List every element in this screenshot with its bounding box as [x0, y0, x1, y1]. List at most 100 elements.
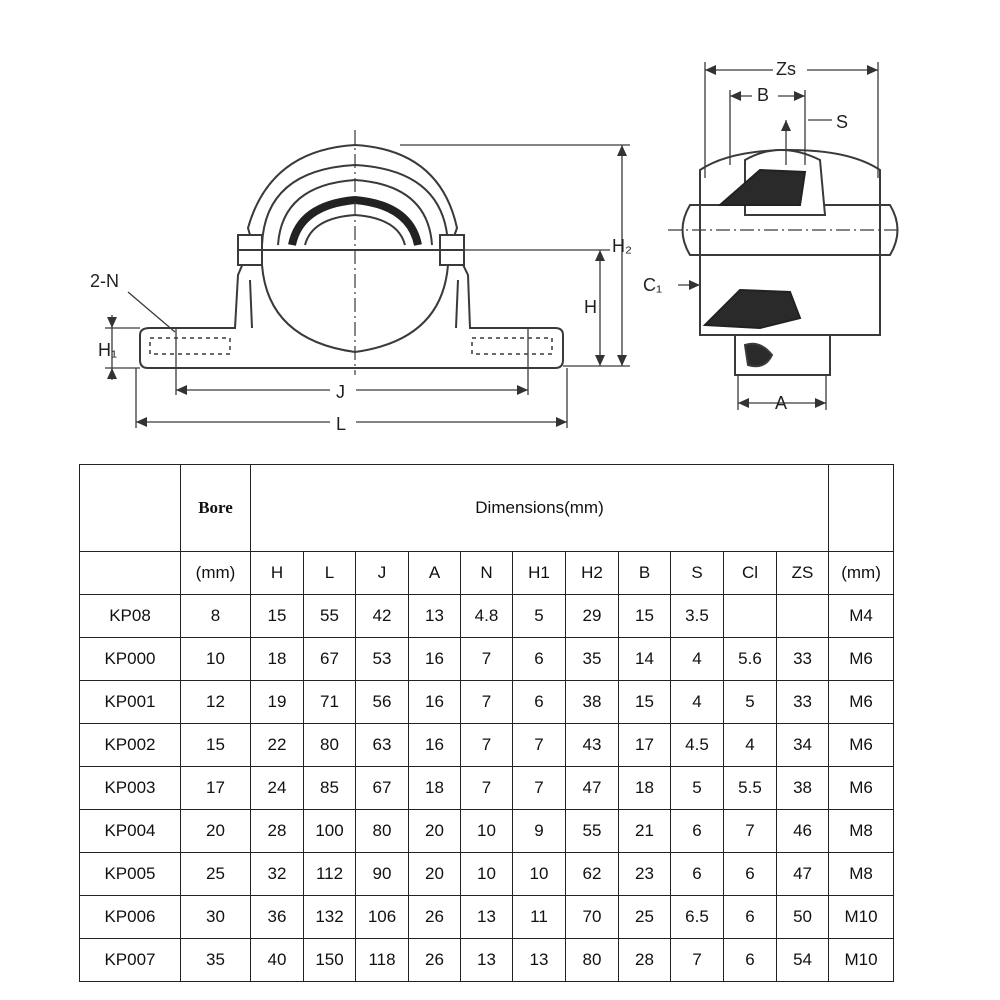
cell-j: 106 [355, 895, 409, 939]
unit-blank-cell [79, 551, 181, 595]
cell-n: 7 [460, 680, 513, 724]
cell-cl: 5.5 [723, 766, 777, 810]
cell-zs [775, 594, 830, 638]
cell-zs: 46 [775, 809, 830, 853]
cell-l: 85 [303, 766, 356, 810]
cell-b: 18 [618, 766, 671, 810]
unit-header-cell: (mm) [180, 551, 251, 595]
cell-j: 118 [355, 938, 409, 982]
cell-h1: 7 [512, 766, 566, 810]
cell-b: 15 [618, 594, 671, 638]
cell-zs: 34 [775, 723, 830, 767]
cell-b: 25 [618, 895, 671, 939]
cell-h2: 35 [565, 637, 619, 681]
dimensions-header: Dimensions(mm) [249, 464, 830, 552]
cell-b: 15 [618, 680, 671, 724]
cell-model: KP004 [79, 809, 181, 853]
cell-b: 28 [618, 938, 671, 982]
unit-header-cell: S [670, 551, 724, 595]
cell-s: 7 [670, 938, 724, 982]
cell-cl: 6 [723, 895, 777, 939]
cell-model: KP005 [79, 852, 181, 896]
cell-n: 13 [460, 938, 513, 982]
bore-header: Bore [180, 464, 251, 552]
cell-a: 20 [408, 809, 461, 853]
cell-s: 6 [670, 852, 724, 896]
cell-j: 63 [355, 723, 409, 767]
cell-s: 6 [670, 809, 724, 853]
cell-s: 4 [670, 680, 724, 724]
cell-j: 90 [355, 852, 409, 896]
cell-s: 4 [670, 637, 724, 681]
unit-header-cell: N [460, 551, 513, 595]
label-l: L [336, 414, 346, 434]
cell-n: 4.8 [460, 594, 513, 638]
cell-bore: 30 [180, 895, 251, 939]
cell-a: 26 [408, 938, 461, 982]
cell-b: 21 [618, 809, 671, 853]
cell-h1: 6 [512, 637, 566, 681]
unit-header-cell: B [618, 551, 671, 595]
cell-bolt: M6 [828, 766, 895, 810]
cell-zs: 33 [775, 680, 830, 724]
cell-bore: 12 [180, 680, 251, 724]
cell-h: 32 [250, 852, 304, 896]
unit-header-cell: H1 [512, 551, 566, 595]
cell-n: 10 [460, 809, 513, 853]
cell-a: 16 [408, 723, 461, 767]
cell-bore: 25 [180, 852, 251, 896]
cell-l: 100 [303, 809, 356, 853]
table-header-row: Bore Dimensions(mm) [79, 464, 895, 552]
cell-model: KP08 [79, 594, 181, 638]
unit-header-cell: L [303, 551, 356, 595]
label-h1: H₁ [98, 340, 117, 360]
cell-cl: 6 [723, 852, 777, 896]
cell-h2: 80 [565, 938, 619, 982]
cell-zs: 47 [775, 852, 830, 896]
pillow-block-drawing: 2-N H₁ J L H H₂ Zs B S C₁ A [90, 55, 900, 436]
cell-bolt: M10 [828, 895, 895, 939]
cell-n: 7 [460, 637, 513, 681]
cell-h2: 38 [565, 680, 619, 724]
cell-bolt: M8 [828, 809, 895, 853]
cell-zs: 38 [775, 766, 830, 810]
cell-h: 22 [250, 723, 304, 767]
cell-zs: 50 [775, 895, 830, 939]
cell-model: KP000 [79, 637, 181, 681]
cell-j: 42 [355, 594, 409, 638]
label-c1: C₁ [643, 275, 662, 295]
cell-bore: 17 [180, 766, 251, 810]
cell-n: 13 [460, 895, 513, 939]
cell-cl: 5 [723, 680, 777, 724]
cell-h2: 70 [565, 895, 619, 939]
cell-cl [723, 594, 777, 638]
cell-h: 28 [250, 809, 304, 853]
cell-l: 71 [303, 680, 356, 724]
cell-bolt: M6 [828, 637, 895, 681]
unit-header-cell: ZS [775, 551, 830, 595]
cell-b: 23 [618, 852, 671, 896]
cell-h: 15 [250, 594, 304, 638]
cell-h1: 11 [512, 895, 566, 939]
cell-s: 4.5 [670, 723, 724, 767]
cell-h2: 43 [565, 723, 619, 767]
cell-j: 56 [355, 680, 409, 724]
cell-l: 112 [303, 852, 356, 896]
cell-a: 13 [408, 594, 461, 638]
cell-h: 40 [250, 938, 304, 982]
label-h2: H₂ [612, 236, 632, 256]
cell-model: KP002 [79, 723, 181, 767]
cell-j: 80 [355, 809, 409, 853]
cell-a: 26 [408, 895, 461, 939]
cell-bore: 8 [180, 594, 251, 638]
cell-l: 132 [303, 895, 356, 939]
cell-h1: 10 [512, 852, 566, 896]
cell-h1: 13 [512, 938, 566, 982]
